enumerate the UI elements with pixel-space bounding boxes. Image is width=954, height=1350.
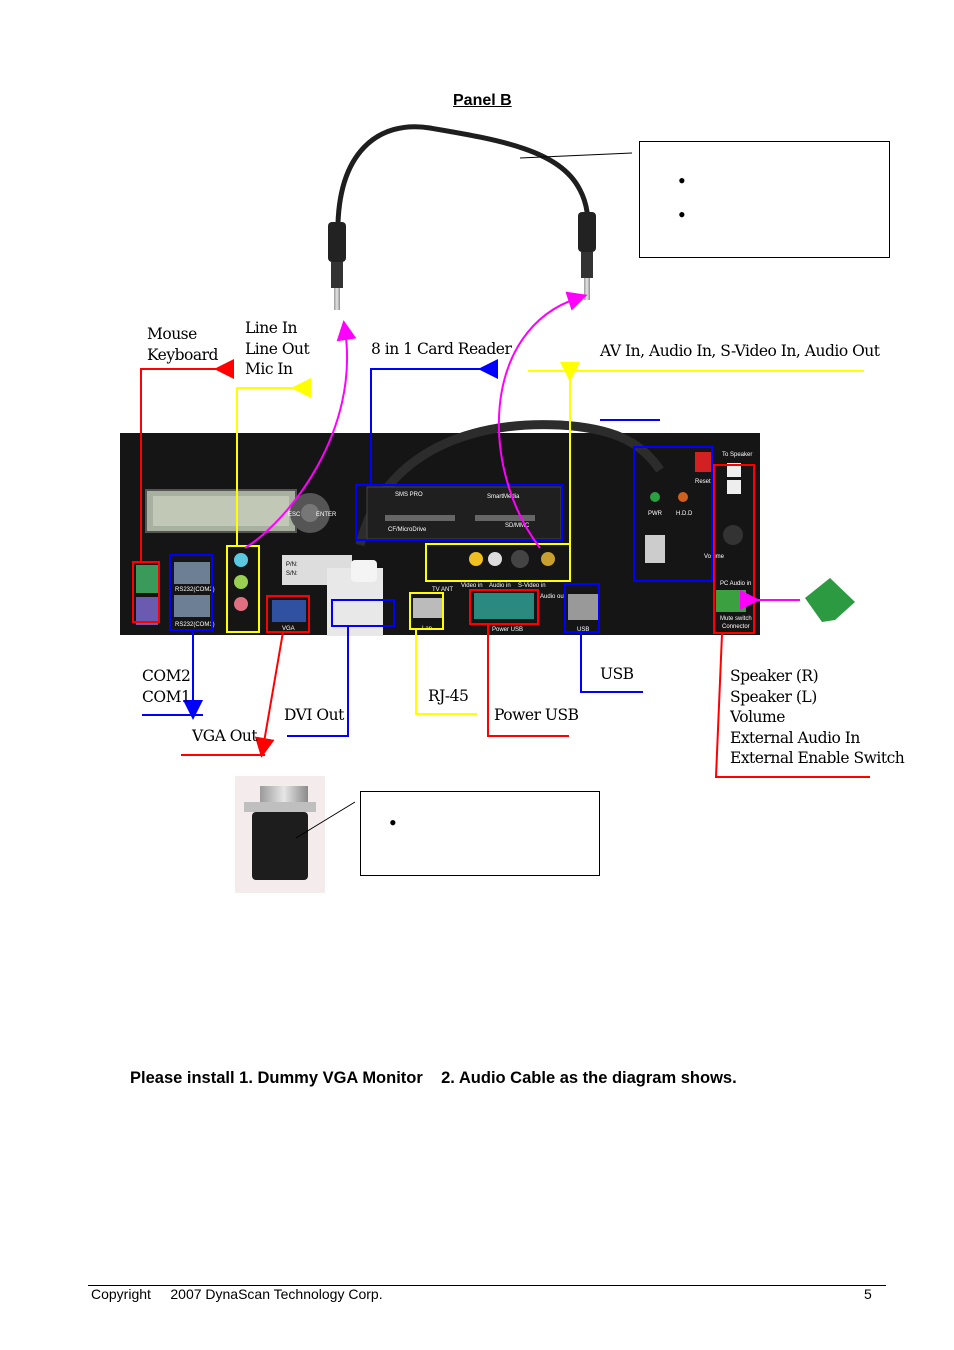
pwr-text: PWR bbox=[648, 511, 663, 517]
rs232-com2-text: RS232(COM2) bbox=[175, 587, 215, 593]
to-speaker-text: To Speaker bbox=[722, 452, 752, 458]
port-highlight-boxes bbox=[132, 446, 755, 634]
label-usb: USB bbox=[600, 665, 634, 683]
rs232-com1-text: RS232(COM1) bbox=[175, 622, 215, 628]
tv-ant-text: TV ANT bbox=[432, 587, 453, 593]
label-card-reader: 8 in 1 Card Reader bbox=[371, 340, 512, 358]
usb-port-text: USB bbox=[577, 627, 589, 633]
audio-out-text: Audio out bbox=[540, 594, 566, 600]
bullet-icon: • bbox=[678, 202, 686, 227]
callout-arrows bbox=[140, 291, 870, 778]
label-av-in-out: AV In, Audio In, S-Video In, Audio Out bbox=[600, 342, 880, 360]
footer-divider bbox=[88, 1285, 886, 1286]
panel-title: Panel B bbox=[453, 92, 512, 109]
lcd-enter-text: ENTER bbox=[316, 512, 337, 518]
dummy-vga-callout-box: • bbox=[360, 791, 600, 876]
video-in-text: Video in bbox=[461, 583, 483, 589]
audio-cable-callout-box: • • bbox=[639, 141, 890, 258]
label-vga-out: VGA Out bbox=[192, 727, 258, 745]
vga-text: VGA bbox=[282, 626, 295, 632]
footer-copyright: Copyright 2007 DynaScan Technology Corp. bbox=[91, 1286, 383, 1302]
label-rj45: RJ-45 bbox=[428, 687, 469, 705]
sd-mmc-text: SD/MMC bbox=[505, 523, 530, 529]
s-video-in-text: S-Video in bbox=[518, 583, 546, 589]
mute-switch-text: Mute switch bbox=[720, 616, 752, 622]
lcd-esc-text: ESC bbox=[288, 512, 301, 518]
bullet-icon: • bbox=[678, 168, 686, 193]
install-instruction: Please install 1. Dummy VGA Monitor 2. A… bbox=[130, 1069, 737, 1087]
power-usb-port-text: Power USB bbox=[492, 627, 523, 633]
chassis-labels: ESC ENTER RS232(COM2) RS232(COM1) VGA SM… bbox=[175, 452, 752, 633]
label-power-usb: Power USB bbox=[494, 706, 579, 724]
reset-text: Reset bbox=[695, 479, 711, 485]
hdd-text: H.D.D bbox=[676, 511, 693, 517]
connector-text: Connector bbox=[722, 624, 750, 630]
cf-microdrive-text: CF/MicroDrive bbox=[388, 527, 427, 533]
page-number: 5 bbox=[864, 1286, 872, 1302]
dummy-vga-monitor-image bbox=[235, 776, 356, 893]
pn-text: P/N: bbox=[286, 562, 298, 568]
audio-cable-image bbox=[328, 124, 633, 310]
smartmedia-text: SmartMedia bbox=[487, 494, 520, 500]
sms-pro-text: SMS PRO bbox=[395, 492, 423, 498]
bullet-icon: • bbox=[389, 810, 397, 835]
audio-in-text: Audio in bbox=[489, 583, 511, 589]
label-dvi-out: DVI Out bbox=[284, 706, 344, 724]
sn-text: S/N: bbox=[286, 571, 298, 577]
pc-audio-in-text: PC Audio in bbox=[720, 581, 751, 587]
